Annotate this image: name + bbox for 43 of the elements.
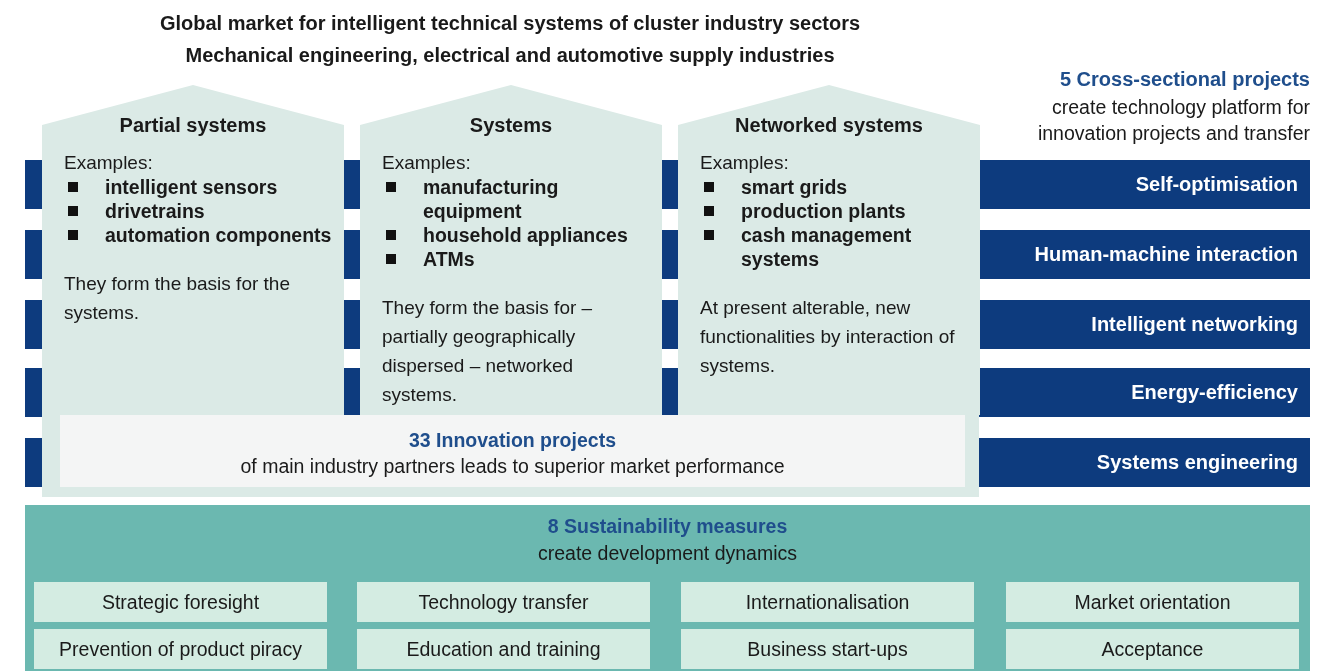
project-bar: Energy-efficiency [979, 368, 1310, 417]
panel-heading: Partial systems [118, 113, 268, 137]
subtitle: Mechanical engineering, electrical and automotive supply industries [184, 44, 836, 67]
list-item: smart grids [741, 175, 848, 199]
project-bar: Human-machine interaction [979, 230, 1310, 279]
list-item: household appliances [423, 223, 628, 247]
measure-box: Market orientation [1006, 582, 1299, 622]
section-heading: 5 Cross-sectional projects [1059, 68, 1310, 91]
panel-heading: Networked systems [734, 113, 924, 137]
examples-text: Examples: [700, 151, 790, 175]
innovation-band [60, 415, 965, 487]
project-bar: Systems engineering [979, 438, 1310, 487]
measure-box: Prevention of product piracy [34, 629, 327, 669]
band-heading: 33 Innovation projects [408, 428, 617, 453]
description-text: They form the basis for the systems. [64, 272, 291, 325]
measure-box: Strategic foresight [34, 582, 327, 622]
list-item: ATMs [423, 247, 475, 271]
band-text: of main industry partners leads to superior market performance [239, 454, 786, 479]
list-item: intelligent sensors [105, 175, 278, 199]
panel-heading: Systems [468, 113, 554, 137]
project-bar: Self-optimisation [979, 160, 1310, 209]
house-panel [42, 85, 344, 415]
house-panel [360, 85, 662, 415]
measure-box: Acceptance [1006, 629, 1299, 669]
description-text: At present alterable, new functionalities by interaction of systems. [700, 296, 956, 378]
measure-box: Business start-ups [681, 629, 974, 669]
examples-text: Examples: [64, 151, 154, 175]
house-panel [678, 85, 980, 415]
description-text: They form the basis for – partially geographically dispersed – networked systems. [382, 296, 594, 407]
measure-box: Education and training [357, 629, 650, 669]
list-item: cash management systems [741, 223, 913, 271]
measure-box: Technology transfer [357, 582, 650, 622]
section-text: create technology platform for innovation projects and transfer [1036, 95, 1310, 146]
list-item: automation components [105, 223, 332, 247]
list-item: drivetrains [105, 199, 205, 223]
measures-panel [25, 505, 1310, 671]
examples-text: Examples: [382, 151, 472, 175]
list-item: production plants [741, 199, 906, 223]
measure-box: Internationalisation [681, 582, 974, 622]
title: Global market for intelligent technical systems of cluster industry sectors [158, 12, 862, 35]
panel-text: create development dynamics [536, 541, 799, 566]
project-bar: Intelligent networking [979, 300, 1310, 349]
panel-heading: 8 Sustainability measures [546, 514, 789, 539]
